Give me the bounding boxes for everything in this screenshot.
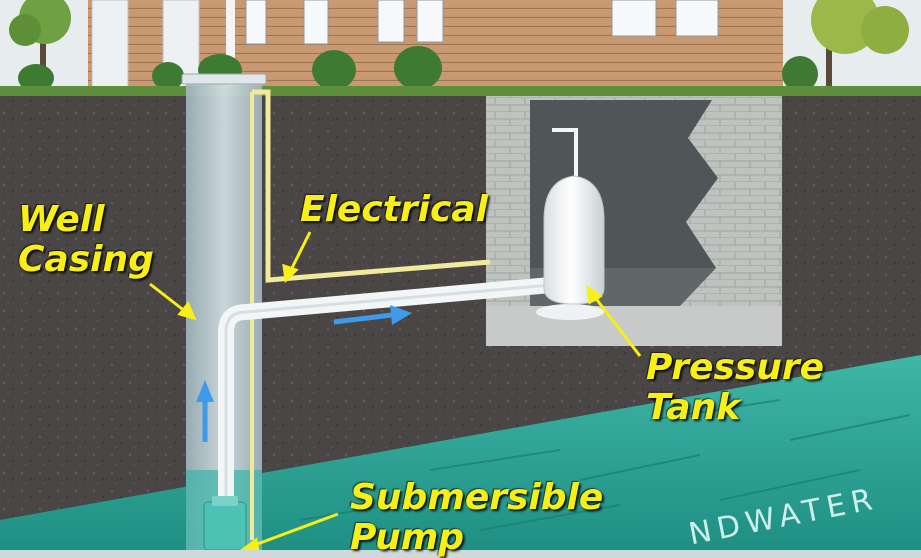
pressure-tank-label-line1: Pressure	[646, 347, 825, 388]
tree-left	[9, 0, 71, 90]
electrical-wire	[252, 89, 491, 283]
well-casing-label-line1: Well	[18, 199, 105, 240]
tree-right	[811, 0, 909, 92]
pressure-tank-label-line2: Tank	[646, 387, 741, 428]
basement	[486, 96, 782, 346]
submersible-pump-label-line1: Submersible	[350, 477, 604, 518]
groundwater-stones	[299, 399, 911, 531]
flow-arrow-up	[196, 380, 214, 442]
submersible-pump-label: Submersible Pump	[350, 478, 603, 558]
well-casing-label-line2: Casing	[18, 239, 154, 280]
electrical-label: Electrical	[300, 189, 488, 230]
well-casing-label: Well Casing	[18, 200, 154, 280]
flow-arrow-right	[333, 305, 412, 325]
label-pointers	[149, 231, 642, 553]
pressure-tank	[536, 128, 605, 320]
submersible-pump-label-line2: Pump	[350, 517, 465, 558]
pressure-tank-label: Pressure Tank	[646, 348, 824, 428]
shrubs	[18, 46, 818, 92]
submersible-pump	[203, 496, 247, 551]
